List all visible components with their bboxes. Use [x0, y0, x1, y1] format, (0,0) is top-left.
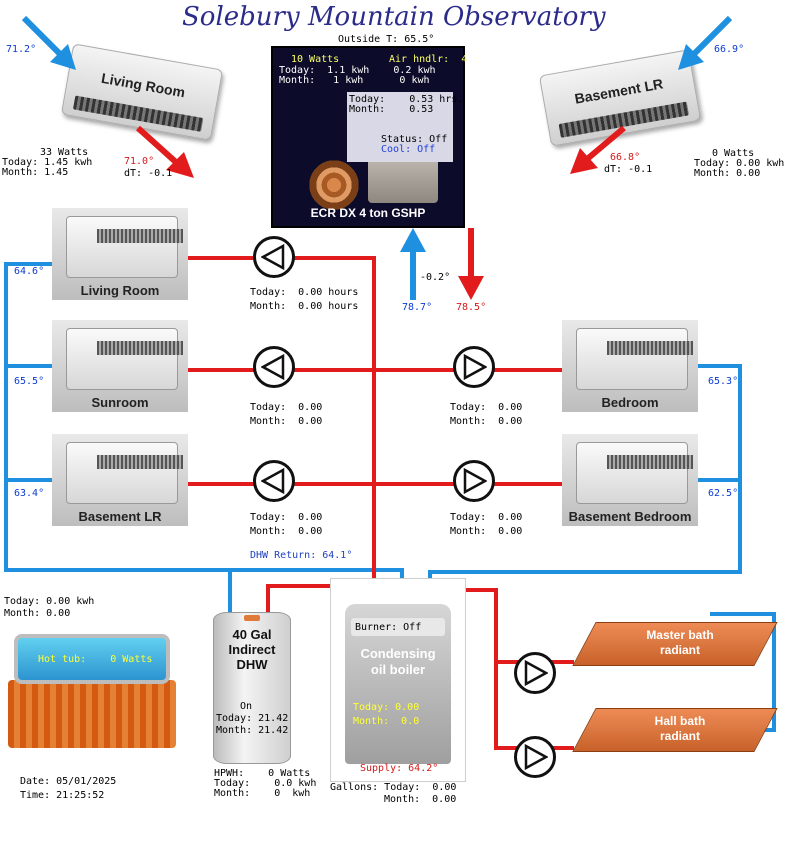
zone-bedroom: Bedroom [562, 320, 698, 412]
hot-tub-icon: Hot tub: 0 Watts [8, 628, 176, 750]
dhw-label-3: DHW [236, 657, 268, 672]
hpwh-today: Today: 0.0 kwh [214, 778, 317, 789]
dhw-label-1: 40 Gal [232, 627, 272, 642]
intake-arrow-icon [678, 15, 733, 70]
boiler-month: Month: 0.0 [353, 716, 420, 727]
time-readout: Time: 21:25:52 [20, 790, 105, 801]
gshp-cool: Cool: Off [381, 144, 436, 155]
page-title: Solebury Mountain Observatory [182, 2, 606, 32]
zone-sunroom-month: Month: 0.00 [250, 416, 323, 427]
oil-boiler-icon: Burner: Off Condensing oil boiler Today:… [345, 604, 451, 764]
gshp-return-arrow-icon [400, 228, 426, 300]
living-watts: 33 Watts [40, 147, 89, 158]
zone-living-room-label: Living Room [80, 283, 160, 298]
basement-watts: 0 Watts [712, 148, 755, 159]
living-outlet-temp: 71.0° [124, 156, 155, 167]
pump-hall-bath-icon [514, 736, 556, 778]
intake-arrow-icon [21, 15, 76, 70]
zone-basement-lr-temp: 63.4° [14, 488, 45, 499]
zone-sunroom-label: Sunroom [91, 395, 149, 410]
pump-bedroom-icon [453, 346, 495, 388]
zone-sunroom-temp: 65.5° [14, 376, 45, 387]
dhw-return-temp: DHW Return: 64.1° [250, 550, 353, 561]
zone-basement-bedroom-label: Basement Bedroom [568, 509, 692, 524]
zone-living-room: Living Room [52, 208, 188, 300]
basement-outlet-temp: 66.8° [610, 152, 641, 163]
boiler-label-1: Condensing [360, 646, 436, 661]
zone-basement-lr-month: Month: 0.00 [250, 526, 323, 537]
zone-basement-lr-label: Basement LR [78, 509, 162, 524]
hpwh-watts: HPWH: 0 Watts [214, 768, 311, 779]
zone-basement-lr: Basement LR [52, 434, 188, 526]
hot-tub-today: Today: 0.00 kwh [4, 596, 95, 607]
basement-intake-temp: 66.9° [714, 44, 745, 55]
gshp-air-handler: Air hndlr: 4 [389, 54, 468, 65]
zone-sunroom-today: Today: 0.00 [250, 402, 323, 413]
zone-basement-bedroom-month: Month: 0.00 [450, 526, 523, 537]
pump-living-room-icon [253, 236, 295, 278]
living-dt: dT: -0.1 [124, 168, 173, 179]
pump-master-bath-icon [514, 652, 556, 694]
zone-sunroom: Sunroom [52, 320, 188, 412]
date-readout: Date: 05/01/2025 [20, 776, 117, 787]
gshp-today-kwh: Today: 1.1 kwh 0.2 kwh [279, 65, 436, 76]
pump-basement-bedroom-icon [453, 460, 495, 502]
gshp-status: Status: Off [381, 134, 448, 145]
gshp-supply-temp: 78.7° [402, 302, 433, 313]
zone-basement-lr-today: Today: 0.00 [250, 512, 323, 523]
gshp-return-temp: 78.5° [456, 302, 487, 313]
zone-bedroom-label: Bedroom [601, 395, 659, 410]
zone-basement-bedroom-today: Today: 0.00 [450, 512, 523, 523]
pump-basement-lr-icon [253, 460, 295, 502]
dhw-today: Today: 21.42 [216, 713, 289, 724]
zone-basement-bedroom-temp: 62.5° [708, 488, 739, 499]
outlet-arrow-icon [570, 125, 626, 174]
living-today: Today: 1.45 kwh [2, 157, 93, 168]
boiler-burner: Burner: Off [355, 622, 422, 633]
pump-sunroom-icon [253, 346, 295, 388]
zone-living-room-month: Month: 0.00 hours [250, 301, 359, 312]
boiler-supply-temp: Supply: 64.2° [360, 763, 439, 774]
dhw-state: On [240, 701, 253, 712]
zone-living-room-today: Today: 0.00 hours [250, 287, 359, 298]
gshp-watts: 10 Watts [291, 54, 340, 65]
zone-bedroom-today: Today: 0.00 [450, 402, 523, 413]
zone-bedroom-temp: 65.3° [708, 376, 739, 387]
basement-dt: dT: -0.1 [604, 164, 653, 175]
gshp-month-hours: Month: 0.53 [349, 104, 434, 115]
boiler-gallons-today: Gallons: Today: 0.00 [330, 782, 457, 793]
copper-coil-icon [309, 160, 359, 210]
zone-living-room-temp: 64.6° [14, 266, 45, 277]
dhw-label-2: Indirect [228, 642, 276, 657]
basement-today: Today: 0.00 kwh [694, 158, 785, 169]
boiler-today: Today: 0.00 [353, 702, 420, 713]
dhw-month: Month: 21.42 [216, 725, 289, 736]
water-heater-icon: 40 Gal Indirect DHW On Today: 21.42 Mont… [213, 612, 291, 764]
gshp-today-hours: Today: 0.53 hrs. [349, 94, 464, 105]
hpwh-month: Month: 0 kwh [214, 788, 311, 799]
gshp-supply-arrow-icon [458, 228, 484, 300]
boiler-gallons-month: Month: 0.00 [384, 794, 457, 805]
boiler-label-2: oil boiler [370, 662, 426, 677]
gshp-dt: -0.2° [420, 272, 451, 283]
outside-temp: Outside T: 65.5° [338, 34, 435, 45]
gshp-month-kwh: Month: 1 kwh 0 kwh [279, 75, 430, 86]
outlet-arrow-icon [135, 125, 194, 178]
zone-basement-bedroom: Basement Bedroom [562, 434, 698, 526]
living-intake-temp: 71.2° [6, 44, 37, 55]
basement-month: Month: 0.00 [694, 168, 761, 179]
hot-tub-watts: Hot tub: 0 Watts [38, 654, 153, 665]
hot-tub-month: Month: 0.00 [4, 608, 71, 619]
gshp-panel: 10 Watts Air hndlr: 4 Today: 1.1 kwh 0.2… [271, 46, 468, 228]
gshp-name: ECR DX 4 ton GSHP [310, 206, 426, 220]
zone-bedroom-month: Month: 0.00 [450, 416, 523, 427]
living-month: Month: 1.45 [2, 167, 69, 178]
